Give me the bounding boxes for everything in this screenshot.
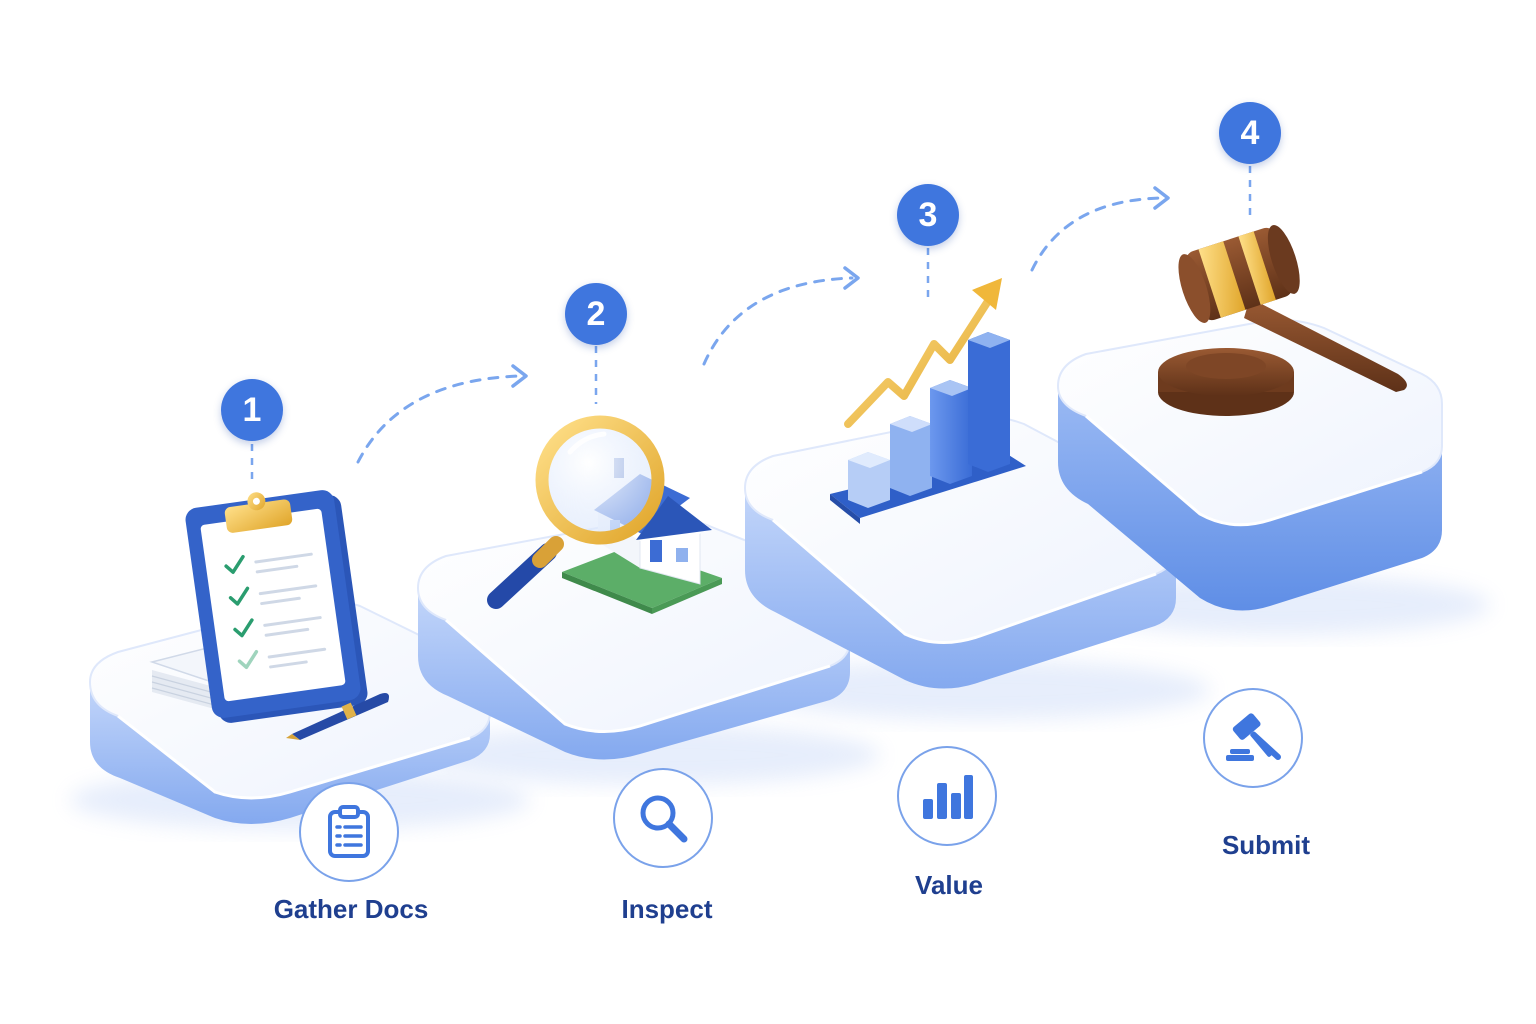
- bar-2: [890, 416, 932, 496]
- bar-3: [930, 380, 972, 484]
- sound-block: [1158, 348, 1294, 416]
- pen-icon: [286, 693, 389, 740]
- arrowheads: [511, 186, 1170, 388]
- step-2-number: 2: [586, 294, 606, 333]
- step-3-icon-circle: [897, 746, 997, 846]
- step-4-label: Submit: [1221, 830, 1311, 860]
- gavel-head: [1178, 225, 1300, 323]
- step-2-icon-circle: [613, 768, 713, 868]
- arrow-3-to-4: [1030, 196, 1164, 272]
- gavel-illustration-icon: [1158, 225, 1407, 416]
- platform-step-4: [1056, 319, 1443, 611]
- bar-chart-growth-icon: [830, 278, 1026, 524]
- clipboard-checklist-icon: [149, 490, 389, 740]
- step-2-number-badge: 2: [565, 283, 627, 345]
- magnifier-icon: [640, 795, 688, 843]
- step-1-number: 1: [242, 390, 262, 429]
- growth-arrow: [844, 278, 1002, 428]
- step-4-icon-circle: [1203, 688, 1303, 788]
- bar-chart-icon: [923, 775, 973, 819]
- bar-1: [848, 452, 890, 508]
- gavel-handle: [1244, 298, 1407, 392]
- magnifier: [487, 415, 665, 609]
- step-3-label: Value: [915, 870, 983, 900]
- flow-arrows: [356, 196, 1164, 464]
- arrow-2-to-3: [702, 276, 854, 366]
- step-1-label: Gather Docs: [273, 894, 429, 924]
- step-1-icon-circle: [299, 782, 399, 882]
- step-3-number-badge: 3: [897, 184, 959, 246]
- step-4-number: 4: [1240, 113, 1260, 152]
- gavel-icon: [1226, 713, 1281, 761]
- step-1-number-badge: 1: [221, 379, 283, 441]
- bar-4: [968, 332, 1010, 472]
- arrow-1-to-2: [356, 374, 522, 464]
- step-4-number-badge: 4: [1219, 102, 1281, 164]
- badge-leaders: [250, 166, 1252, 486]
- step-2-label: Inspect: [621, 894, 713, 924]
- magnifier-house-icon: [487, 415, 722, 614]
- clipboard-list-icon: [328, 805, 370, 858]
- step-3-number: 3: [918, 195, 938, 234]
